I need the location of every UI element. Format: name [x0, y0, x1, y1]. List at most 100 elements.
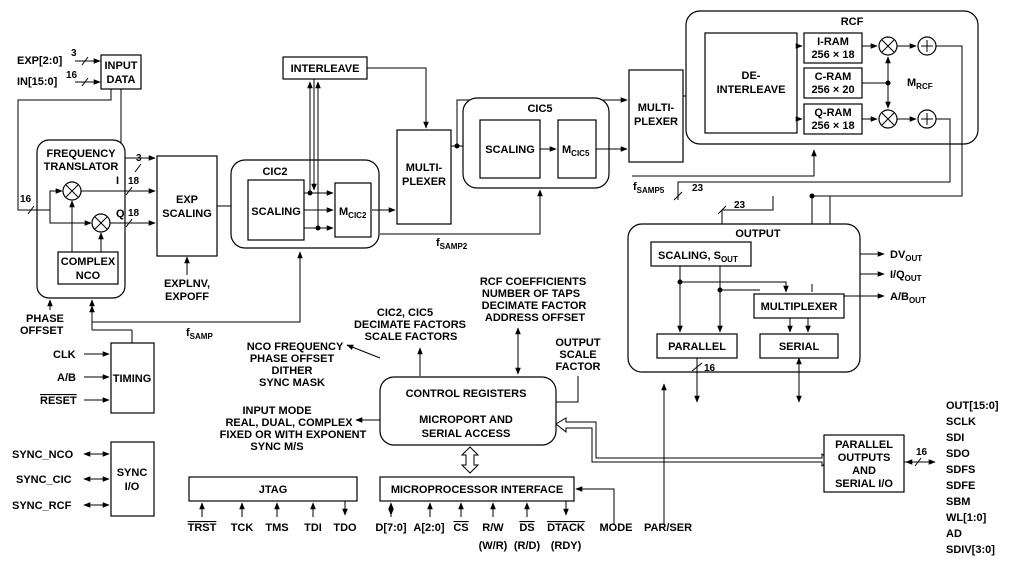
- fsamp5-label: fSAMP5: [633, 181, 665, 195]
- multiplexer-mid-block: MULTI- PLEXER: [396, 129, 452, 225]
- w23-a: 23: [692, 183, 704, 194]
- output-scale-annotation: OUTPUT SCALE FACTOR: [555, 337, 601, 373]
- svg-text:NUMBER OF TAPS: NUMBER OF TAPS: [482, 288, 580, 300]
- cic5-block: CIC5 SCALING MCIC5: [462, 97, 610, 189]
- multiplexer-right-label-1: MULTI-: [638, 102, 675, 114]
- microprocessor-interface-block: MICROPROCESSOR INTERFACE: [379, 476, 575, 502]
- m-rcf-label: MRCF: [907, 77, 933, 91]
- in-width: 16: [66, 70, 78, 81]
- microprocessor-interface-label: MICROPROCESSOR INTERFACE: [391, 484, 563, 496]
- q-label: Q: [116, 208, 125, 220]
- output-label: OUTPUT: [735, 228, 781, 240]
- ds-alt-label: (R/D): [514, 540, 541, 552]
- sync-io-label-1: SYNC: [117, 467, 148, 479]
- tms-label: TMS: [265, 522, 288, 534]
- exp-input-label: EXP[2:0]: [17, 55, 63, 67]
- input-data-label-2: DATA: [107, 74, 136, 86]
- cic2-block: CIC2 SCALING MCIC2: [230, 159, 380, 249]
- multiplexer-mid-label-1: MULTI-: [406, 162, 443, 174]
- control-registers-label: CONTROL REGISTERS: [406, 388, 527, 400]
- trst-label: TRST: [188, 522, 217, 534]
- explnv-label-1: EXPLNV,: [164, 278, 210, 290]
- exp-scaling-label-1: EXP: [176, 194, 198, 206]
- timing-label: TIMING: [113, 373, 152, 385]
- cic2-label: CIC2: [262, 166, 287, 178]
- svg-text:SYNC MASK: SYNC MASK: [259, 377, 325, 389]
- pin-sdo: SDO: [946, 448, 970, 460]
- svg-text:PARALLEL: PARALLEL: [835, 439, 893, 451]
- cic-factors-annotation: CIC2, CIC5 DECIMATE FACTORS SCALE FACTOR…: [354, 307, 466, 343]
- timing-block: TIMING: [110, 342, 155, 414]
- mode-label: MODE: [600, 522, 633, 534]
- control-micro-bus: [460, 446, 480, 474]
- ab-out-label: A/BOUT: [890, 291, 926, 305]
- w16-par: 16: [704, 363, 716, 374]
- ds-label: DS: [519, 522, 534, 534]
- input-data-label-1: INPUT: [105, 60, 138, 72]
- explnv-label-2: EXPOFF: [165, 291, 209, 303]
- svg-text:SCALE FACTORS: SCALE FACTORS: [365, 331, 458, 343]
- svg-text:OUTPUTS: OUTPUTS: [838, 452, 891, 464]
- svg-text:RCF COEFFICIENTS: RCF COEFFICIENTS: [480, 276, 586, 288]
- pin-wl: WL[1:0]: [946, 512, 987, 524]
- w18-i: 18: [128, 176, 140, 187]
- sync-rcf-label: SYNC_RCF: [12, 500, 72, 512]
- svg-text:SERIAL I/O: SERIAL I/O: [835, 478, 893, 490]
- svg-text:OUTPUT: OUTPUT: [555, 337, 601, 349]
- complex-nco-label-2: NCO: [76, 270, 101, 282]
- svg-text:DITHER: DITHER: [272, 365, 313, 377]
- svg-text:PHASE OFFSET: PHASE OFFSET: [250, 353, 335, 365]
- exp-width: 3: [71, 48, 77, 59]
- multiplexer-out-label: MULTIPLEXER: [761, 301, 838, 313]
- output-pin-list: OUT[15:0] SCLK SDI SDO SDFS SDFE SBM WL[…: [946, 400, 999, 556]
- multiplexer-mid-label-2: PLEXER: [402, 176, 446, 188]
- rcf-label: RCF: [841, 16, 864, 28]
- interleave-block: INTERLEAVE: [282, 56, 368, 80]
- iq-out-label: I/QOUT: [890, 269, 922, 283]
- svg-text:CIC2, CIC5: CIC2, CIC5: [377, 307, 433, 319]
- c-ram-label-2: 256 × 20: [811, 84, 854, 96]
- phase-offset-label-2: OFFSET: [20, 325, 64, 337]
- pin-sclk: SCLK: [946, 416, 976, 428]
- fsamp2-label: fSAMP2: [436, 237, 468, 251]
- clk-label: CLK: [53, 349, 76, 361]
- w16-left: 16: [20, 194, 32, 205]
- w18-q: 18: [128, 208, 140, 219]
- pin-out: OUT[15:0]: [946, 400, 999, 412]
- input-data-block: INPUT DATA: [100, 54, 142, 90]
- input-mode-annotation: INPUT MODE REAL, DUAL, COMPLEX FIXED OR …: [220, 405, 367, 453]
- d70-label: D[7:0]: [375, 522, 407, 534]
- svg-text:DECIMATE FACTORS: DECIMATE FACTORS: [354, 319, 466, 331]
- w23-b: 23: [734, 200, 746, 211]
- sync-cic-label: SYNC_CIC: [16, 474, 72, 486]
- output-block: OUTPUT SCALING, SOUT MULTIPLEXER PARALLE…: [627, 223, 861, 373]
- svg-text:AND: AND: [852, 465, 876, 477]
- q-ram-label-1: Q-RAM: [814, 107, 851, 119]
- parser-label: PAR/SER: [644, 522, 692, 534]
- scaling-sout-label: SCALING, SOUT: [658, 250, 738, 264]
- pin-sdi: SDI: [946, 432, 964, 444]
- i-ram-label-1: I-RAM: [817, 36, 849, 48]
- q-ram-label-2: 256 × 18: [811, 120, 854, 132]
- rw-label: R/W: [482, 522, 504, 534]
- in-input-label: IN[15:0]: [17, 76, 58, 88]
- pin-sdfe: SDFE: [946, 480, 975, 492]
- sync-io-block: SYNC I/O: [110, 441, 155, 517]
- tck-label: TCK: [231, 522, 254, 534]
- cic2-scaling-label: SCALING: [251, 206, 301, 218]
- sync-nco-label: SYNC_NCO: [12, 449, 74, 461]
- sync-io-label-2: I/O: [125, 481, 140, 493]
- multiplexer-right-label-2: PLEXER: [634, 116, 678, 128]
- rcf-coefficients-annotation: RCF COEFFICIENTS NUMBER OF TAPS DECIMATE…: [480, 276, 587, 324]
- a20-label: A[2:0]: [413, 522, 445, 534]
- freq-translator-label-1: FREQUENCY: [46, 148, 116, 160]
- serial-label: SERIAL: [779, 341, 820, 353]
- cic5-scaling-label: SCALING: [485, 144, 535, 156]
- m-cic5-label: MCIC5: [562, 144, 590, 158]
- jtag-block: JTAG: [188, 476, 358, 502]
- cic5-label: CIC5: [527, 103, 552, 115]
- m-cic2-label: MCIC2: [339, 206, 367, 220]
- svg-text:DECIMATE FACTOR: DECIMATE FACTOR: [482, 300, 587, 312]
- freq-translator-label-2: TRANSLATOR: [44, 161, 119, 173]
